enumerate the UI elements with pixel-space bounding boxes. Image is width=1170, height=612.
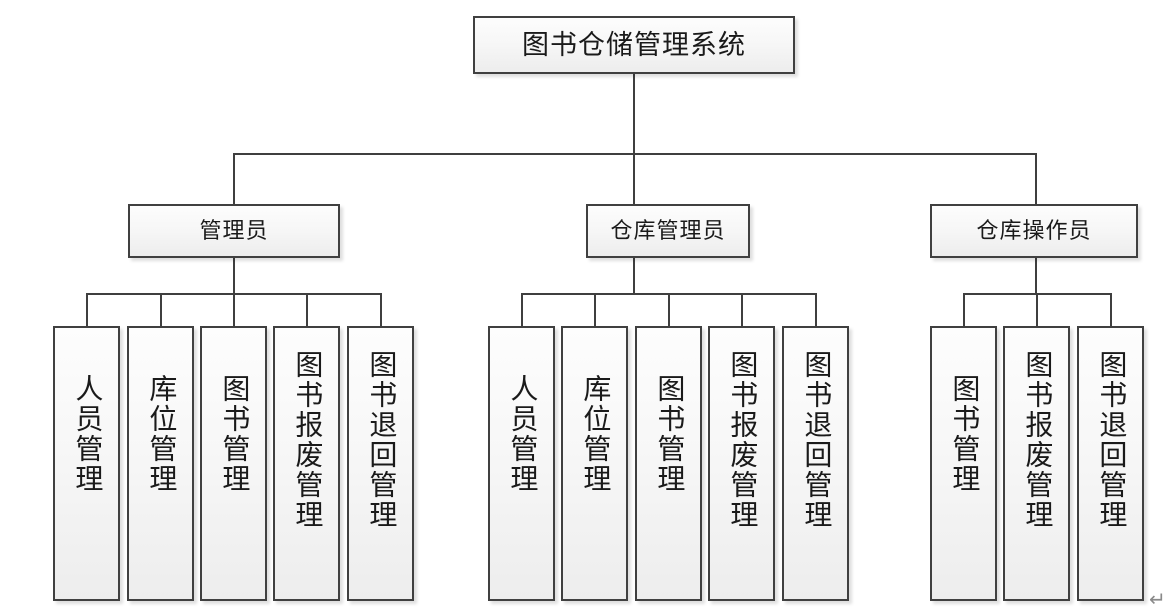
connector-whmanager-stem bbox=[633, 258, 635, 294]
node-leaf-whoperator-1[interactable]: 图书管理 bbox=[930, 326, 997, 601]
node-leaf-admin-2[interactable]: 库位管理 bbox=[127, 326, 194, 601]
node-leaf-admin-5[interactable]: 图书退回管理 bbox=[347, 326, 414, 601]
connector-whmanager-leaf-3 bbox=[668, 293, 670, 326]
node-leaf-admin-4-label: 图书报废管理 bbox=[291, 350, 323, 530]
node-leaf-whmanager-3[interactable]: 图书管理 bbox=[635, 326, 702, 601]
node-leaf-whmanager-1-label: 人员管理 bbox=[506, 374, 538, 494]
node-leaf-whoperator-1-label: 图书管理 bbox=[948, 374, 980, 494]
node-leaf-whoperator-2-label: 图书报废管理 bbox=[1021, 350, 1053, 530]
connector-drop-admin bbox=[233, 153, 235, 204]
node-leaf-whmanager-2[interactable]: 库位管理 bbox=[561, 326, 628, 601]
connector-admin-leaf-4 bbox=[306, 293, 308, 326]
connector-admin-leaf-1 bbox=[86, 293, 88, 326]
connector-drop-wh-operator bbox=[1035, 153, 1037, 204]
node-root-label: 图书仓储管理系统 bbox=[522, 29, 746, 60]
node-role-admin-label: 管理员 bbox=[199, 218, 269, 244]
connector-admin-stem bbox=[233, 258, 235, 294]
connector-whoperator-stem bbox=[1035, 258, 1037, 294]
node-role-admin[interactable]: 管理员 bbox=[128, 204, 340, 258]
node-leaf-whmanager-3-label: 图书管理 bbox=[653, 374, 685, 494]
paragraph-mark-icon: ↵ bbox=[1149, 587, 1166, 611]
connector-whmanager-leaf-1 bbox=[521, 293, 523, 326]
node-role-wh-operator[interactable]: 仓库操作员 bbox=[930, 204, 1138, 258]
connector-level1-bus bbox=[233, 153, 1037, 155]
connector-root-stem bbox=[633, 74, 635, 154]
node-role-wh-manager[interactable]: 仓库管理员 bbox=[586, 204, 750, 258]
node-leaf-admin-3[interactable]: 图书管理 bbox=[200, 326, 267, 601]
node-role-wh-operator-label: 仓库操作员 bbox=[976, 218, 1092, 244]
node-role-wh-manager-label: 仓库管理员 bbox=[610, 218, 726, 244]
connector-whmanager-leaf-4 bbox=[741, 293, 743, 326]
node-leaf-admin-2-label: 库位管理 bbox=[145, 374, 177, 494]
node-leaf-whmanager-5[interactable]: 图书退回管理 bbox=[782, 326, 849, 601]
node-leaf-whmanager-4-label: 图书报废管理 bbox=[726, 350, 758, 530]
connector-admin-leaf-3 bbox=[233, 293, 235, 326]
node-leaf-admin-1[interactable]: 人员管理 bbox=[53, 326, 120, 601]
connector-admin-leaf-5 bbox=[380, 293, 382, 326]
node-leaf-admin-5-label: 图书退回管理 bbox=[365, 350, 397, 530]
connector-admin-leaf-2 bbox=[160, 293, 162, 326]
node-leaf-whmanager-1[interactable]: 人员管理 bbox=[488, 326, 555, 601]
connector-whmanager-leaf-5 bbox=[815, 293, 817, 326]
connector-whoperator-leaf-2 bbox=[1036, 293, 1038, 326]
node-leaf-whmanager-4[interactable]: 图书报废管理 bbox=[708, 326, 775, 601]
connector-whmanager-leaf-2 bbox=[594, 293, 596, 326]
node-leaf-whmanager-2-label: 库位管理 bbox=[579, 374, 611, 494]
node-leaf-whoperator-2[interactable]: 图书报废管理 bbox=[1003, 326, 1070, 601]
connector-drop-wh-manager bbox=[633, 153, 635, 204]
connector-whoperator-leaf-3 bbox=[1110, 293, 1112, 326]
node-leaf-whoperator-3[interactable]: 图书退回管理 bbox=[1077, 326, 1144, 601]
node-leaf-whoperator-3-label: 图书退回管理 bbox=[1095, 350, 1127, 530]
node-leaf-admin-4[interactable]: 图书报废管理 bbox=[273, 326, 340, 601]
node-leaf-whmanager-5-label: 图书退回管理 bbox=[800, 350, 832, 530]
connector-whoperator-leaf-1 bbox=[963, 293, 965, 326]
node-leaf-admin-1-label: 人员管理 bbox=[71, 374, 103, 494]
node-leaf-admin-3-label: 图书管理 bbox=[218, 374, 250, 494]
node-root[interactable]: 图书仓储管理系统 bbox=[473, 16, 795, 74]
